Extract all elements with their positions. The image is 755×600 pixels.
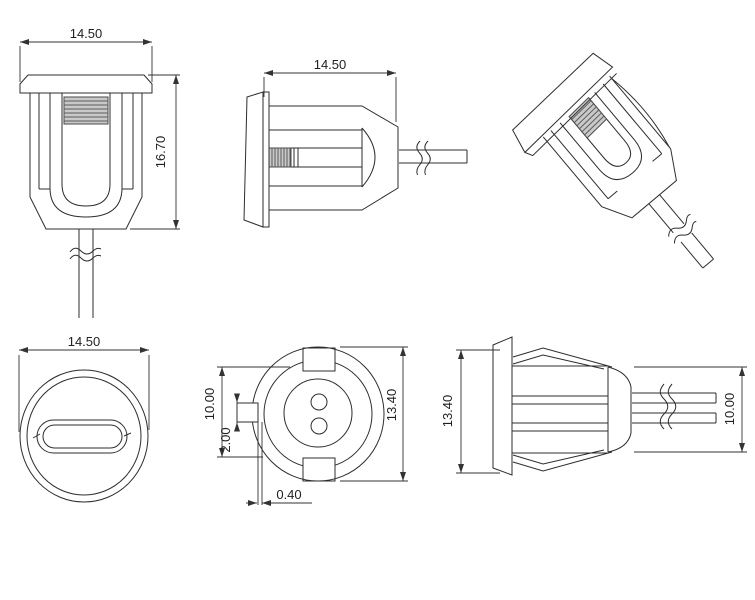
dim-label-profile-wires: 10.00 [722,393,737,426]
flange [492,336,513,476]
wing-top-inner [512,354,605,370]
slot-end-ticks [32,432,132,439]
front-view: 14.50 16.70 [19,26,180,318]
extension-lines [19,46,153,82]
body-outline [512,365,609,454]
back-dome [607,366,632,453]
rib-stripes [271,148,291,167]
cable [399,149,468,164]
rib-end-lines [293,148,299,167]
body-section-lines [269,129,362,187]
bottom-tab [302,457,336,482]
cable [648,194,714,269]
flange-cap [262,91,270,228]
wing-bottom-outer [512,451,613,472]
body-side-silhouette [611,77,670,148]
cavity-u [49,93,123,218]
wire-top [632,392,717,404]
wire-break-icon [659,383,677,430]
side-view: 14.50 [243,57,468,228]
body-outline [542,75,677,219]
extension-lines [18,355,150,432]
bottom-slit-dimension: 0.40 [246,487,312,506]
profile-view-part [492,336,717,476]
front-height-dimension: 16.70 [130,74,180,230]
dim-label-bottom-height: 10.00 [202,388,217,421]
isometric-view [511,52,714,269]
slot-u [568,98,632,167]
bottom-notch-dimension: 2.00 [218,393,240,453]
slot-outer [36,419,128,454]
rib-stripes [571,100,605,136]
rib-block [568,96,608,139]
side-notch [236,402,259,423]
slot-band-lines [512,395,608,432]
front-view-part [19,74,153,318]
dim-label-bottom-notch: 2.00 [218,427,233,452]
flange-plate [511,52,614,154]
slot-u [61,93,111,207]
outer-circle [19,369,149,503]
bottom-height-dimension: 10.00 [202,366,290,458]
flange-plate-edge [524,73,617,157]
cable-break-icon [416,140,431,176]
cable-break-icon [668,213,697,244]
slit-lines [257,422,263,505]
extension-lines [263,77,397,122]
side-width-dimension: 14.50 [263,57,397,122]
dim-label-front-width: 14.50 [70,26,103,41]
front-width-dimension: 14.50 [19,26,153,82]
bottom-diameter-dimension: 13.40 [340,346,408,482]
wing-bottom-inner [512,449,605,465]
flange [19,74,153,94]
wing-top-outer [512,347,613,368]
cable-break-icon [69,247,102,262]
inner-circle [283,378,353,448]
top-view: 14.50 [18,334,150,503]
inner-walls [550,83,663,200]
dim-label-top-width: 14.50 [68,334,101,349]
top-width-dimension: 14.50 [18,334,150,432]
body-outline [29,93,143,230]
cable [78,229,94,318]
side-view-part [243,91,468,228]
bottom-view: 10.00 2.00 13.40 0.40 [202,346,408,506]
top-tab [302,347,336,372]
dim-label-profile-diameter: 13.40 [440,395,455,428]
extension-lines [217,366,290,458]
top-view-part [19,369,149,503]
profile-wires-dimension: 10.00 [634,366,747,453]
extension-lines [340,346,408,482]
dim-label-side-width: 14.50 [314,57,347,72]
profile-view: 13.40 10.00 [440,336,747,476]
hole-top [310,393,328,411]
cavity-u [559,92,643,180]
hole-bottom [310,417,328,435]
flange [243,91,264,228]
dim-label-front-height: 16.70 [153,136,168,169]
extension-lines [634,366,747,453]
bottom-view-part [236,346,385,505]
profile-diameter-dimension: 13.40 [440,349,500,474]
middle-circle [263,359,373,469]
dim-label-bottom-diameter: 13.40 [384,389,399,422]
slot-inner [42,424,123,449]
wire-bottom [632,412,717,424]
inner-circle [26,376,142,496]
cavity-arc [361,127,376,188]
dim-label-bottom-slit: 0.40 [276,487,301,502]
rib-stripes [64,100,108,122]
